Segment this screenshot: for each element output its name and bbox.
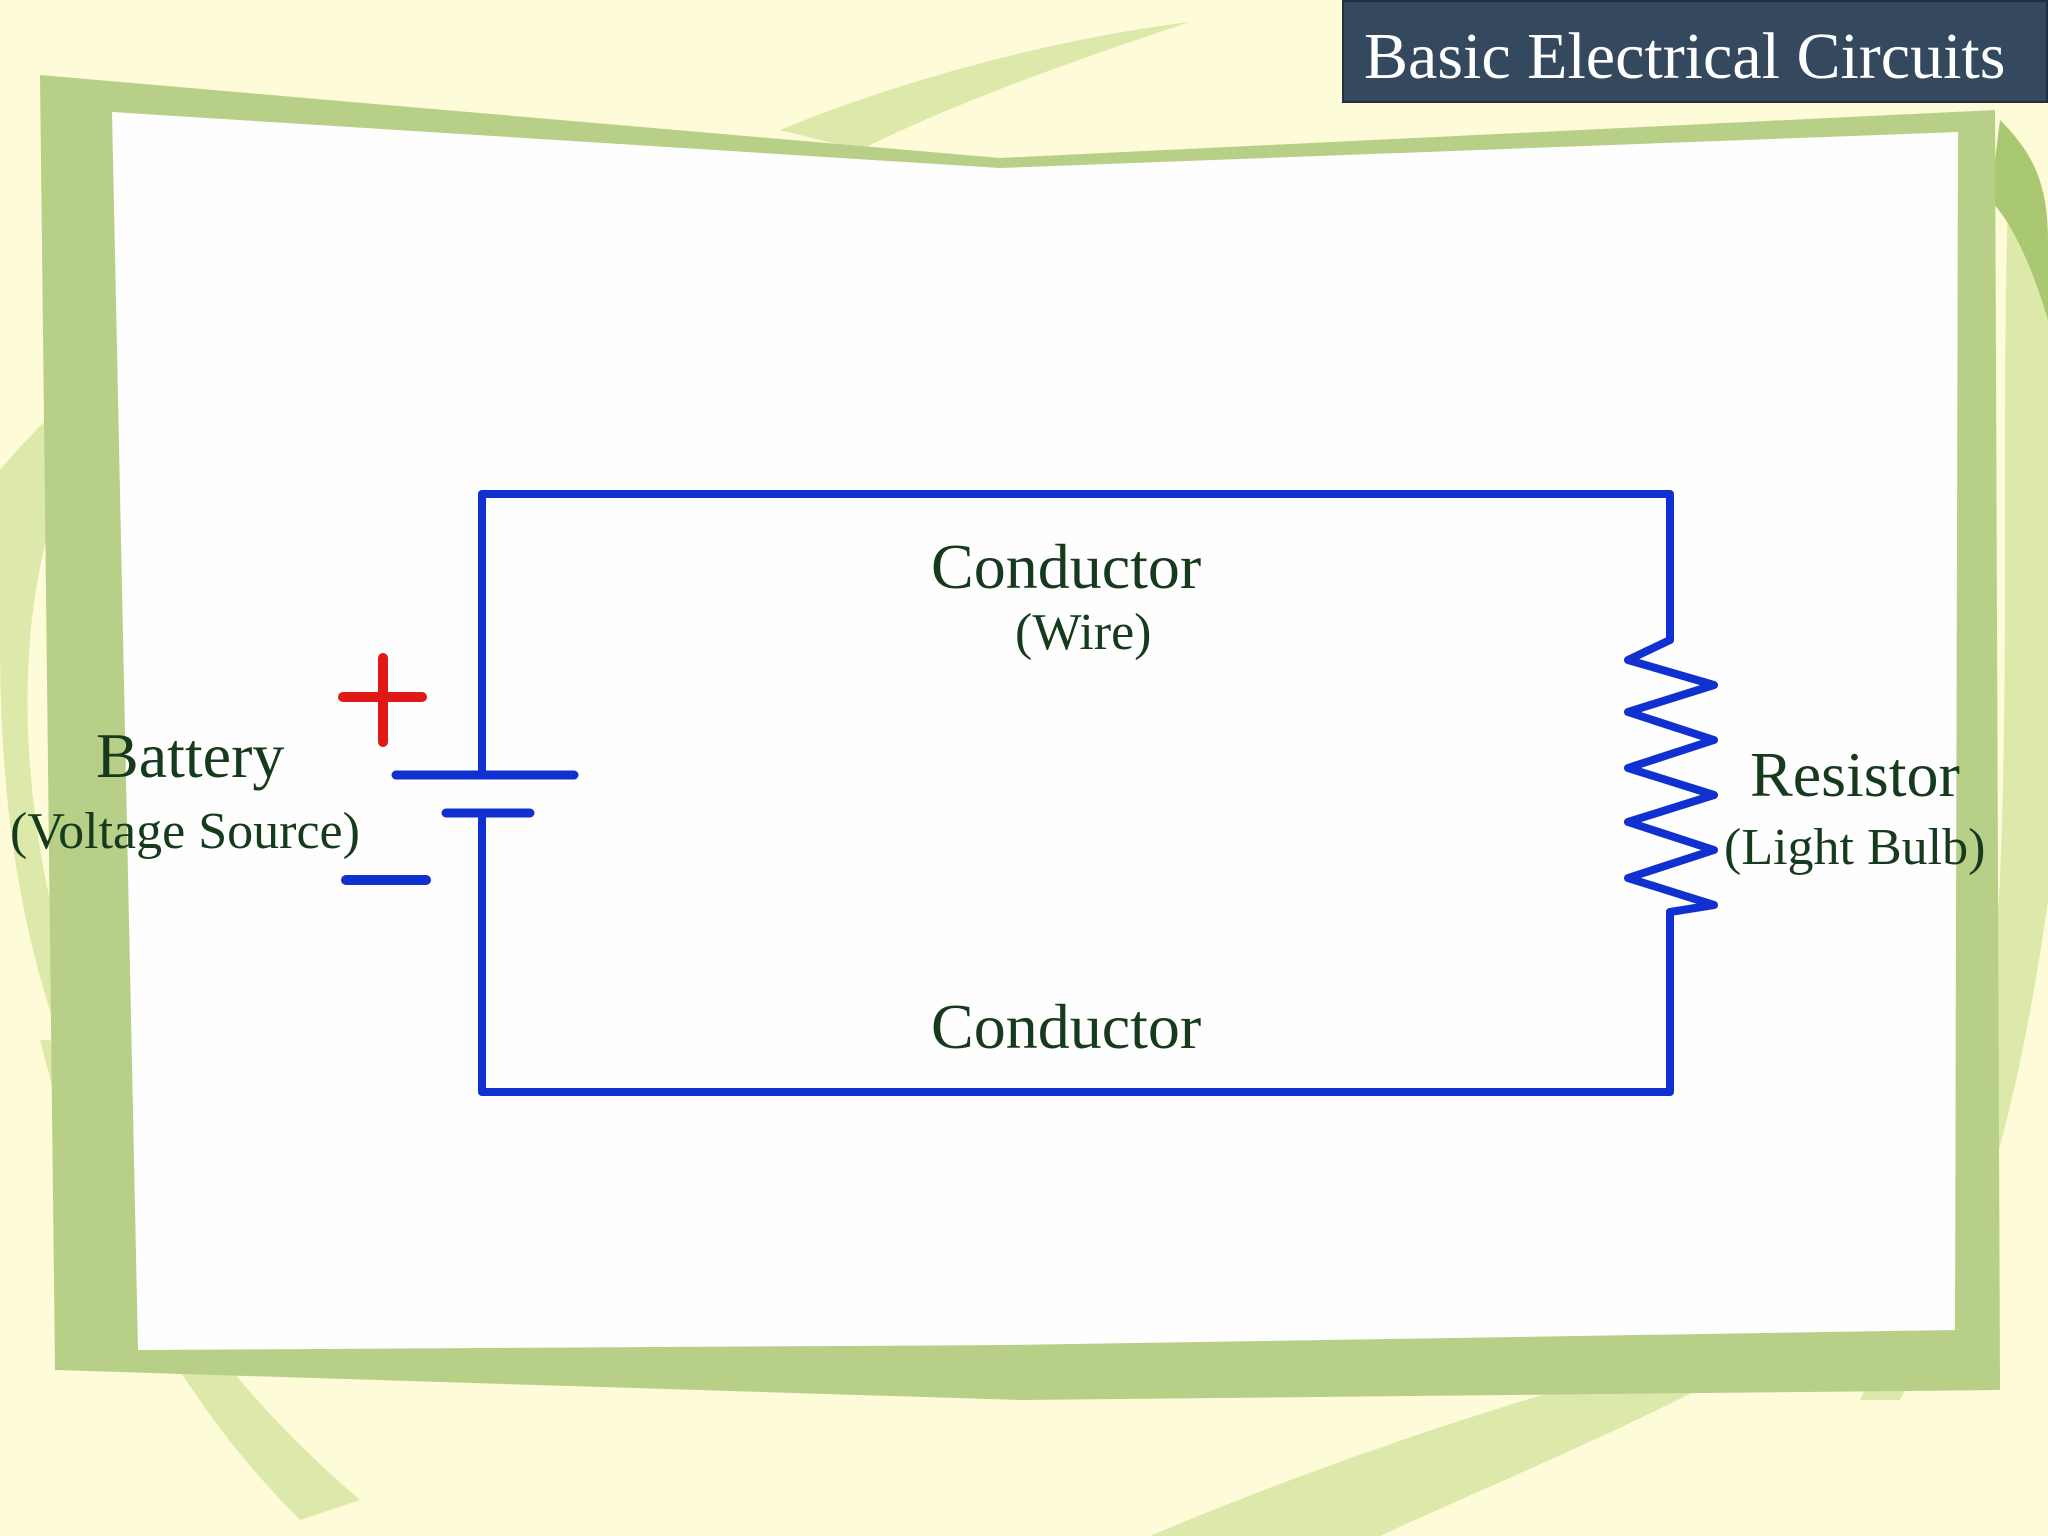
resistor-label: Resistor	[1750, 739, 1960, 810]
battery-sublabel: (Voltage Source)	[10, 803, 360, 860]
positive-terminal-icon	[338, 653, 427, 747]
slide-title-box: Basic Electrical Circuits	[1342, 0, 2048, 103]
leaf-tip-right	[1990, 120, 2048, 320]
top-conductor-sublabel: (Wire)	[1015, 604, 1152, 661]
battery-label: Battery	[96, 720, 285, 791]
leaf-swoosh-left-lower	[40, 1040, 360, 1520]
leaf-swoosh-top	[780, 22, 1190, 150]
bottom-conductor-label: Conductor	[931, 991, 1202, 1062]
top-conductor-label: Conductor	[931, 531, 1202, 602]
battery-symbol	[391, 770, 579, 818]
leaf-swoosh-left	[0, 360, 130, 1040]
top-conductor-wire	[478, 490, 1674, 777]
picture-frame-inner	[112, 112, 1958, 1350]
resistor-zigzag	[1624, 636, 1718, 916]
decorative-leaves	[0, 22, 2048, 1536]
slide-title: Basic Electrical Circuits	[1364, 20, 2006, 93]
bottom-conductor-wire	[478, 811, 1674, 1096]
circuit-wires	[478, 490, 1718, 1096]
leaf-swoosh-right	[1860, 140, 2048, 1400]
resistor-sublabel: (Light Bulb)	[1724, 819, 1986, 876]
